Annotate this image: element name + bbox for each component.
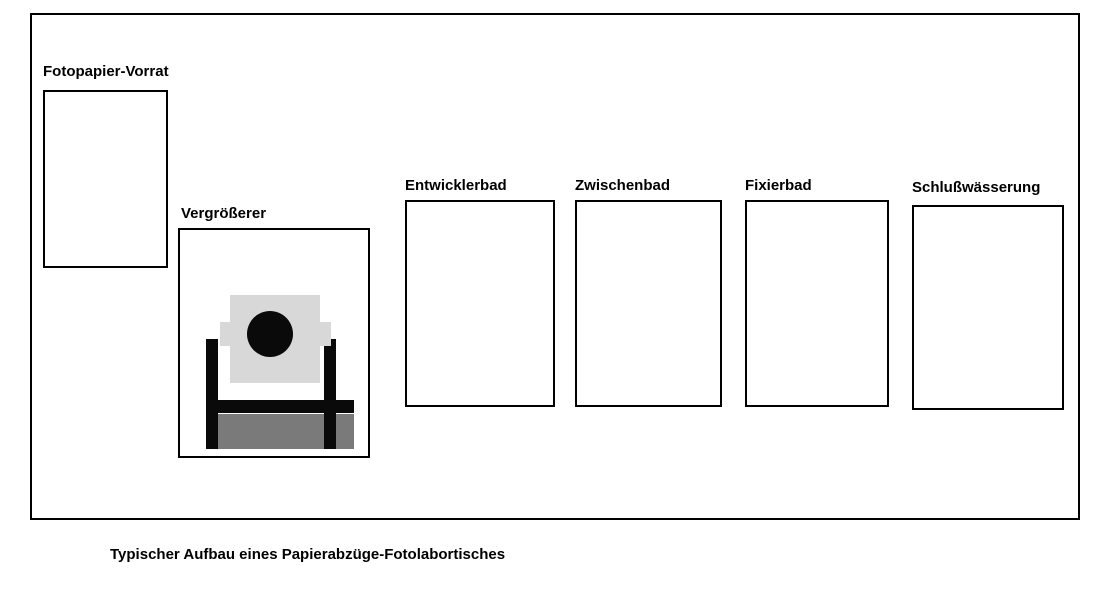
enlarger-crossbar [206, 400, 354, 413]
enlarger-column-right [324, 339, 336, 449]
developer-bath-tray [405, 200, 555, 407]
final-wash-label: Schlußwässerung [912, 179, 1041, 196]
final-wash-tray [912, 205, 1064, 410]
stop-bath-tray [575, 200, 722, 407]
paper-supply-box [43, 90, 168, 268]
paper-supply-label: Fotopapier-Vorrat [43, 63, 169, 80]
stop-bath-label: Zwischenbad [575, 177, 671, 194]
enlarger-label: Vergrößerer [181, 205, 267, 222]
fixer-bath-tray [745, 200, 889, 407]
enlarger-lens-icon [247, 311, 293, 357]
fixer-bath-label: Fixierbad [745, 177, 812, 194]
enlarger-head-knob-left [220, 322, 232, 346]
enlarger-column-left [206, 339, 218, 449]
enlarger-box [178, 228, 370, 458]
enlarger-head-knob-right [319, 322, 331, 346]
developer-bath-label: Entwicklerbad [405, 177, 507, 194]
diagram-caption: Typischer Aufbau eines Papierabzüge-Foto… [110, 546, 506, 563]
